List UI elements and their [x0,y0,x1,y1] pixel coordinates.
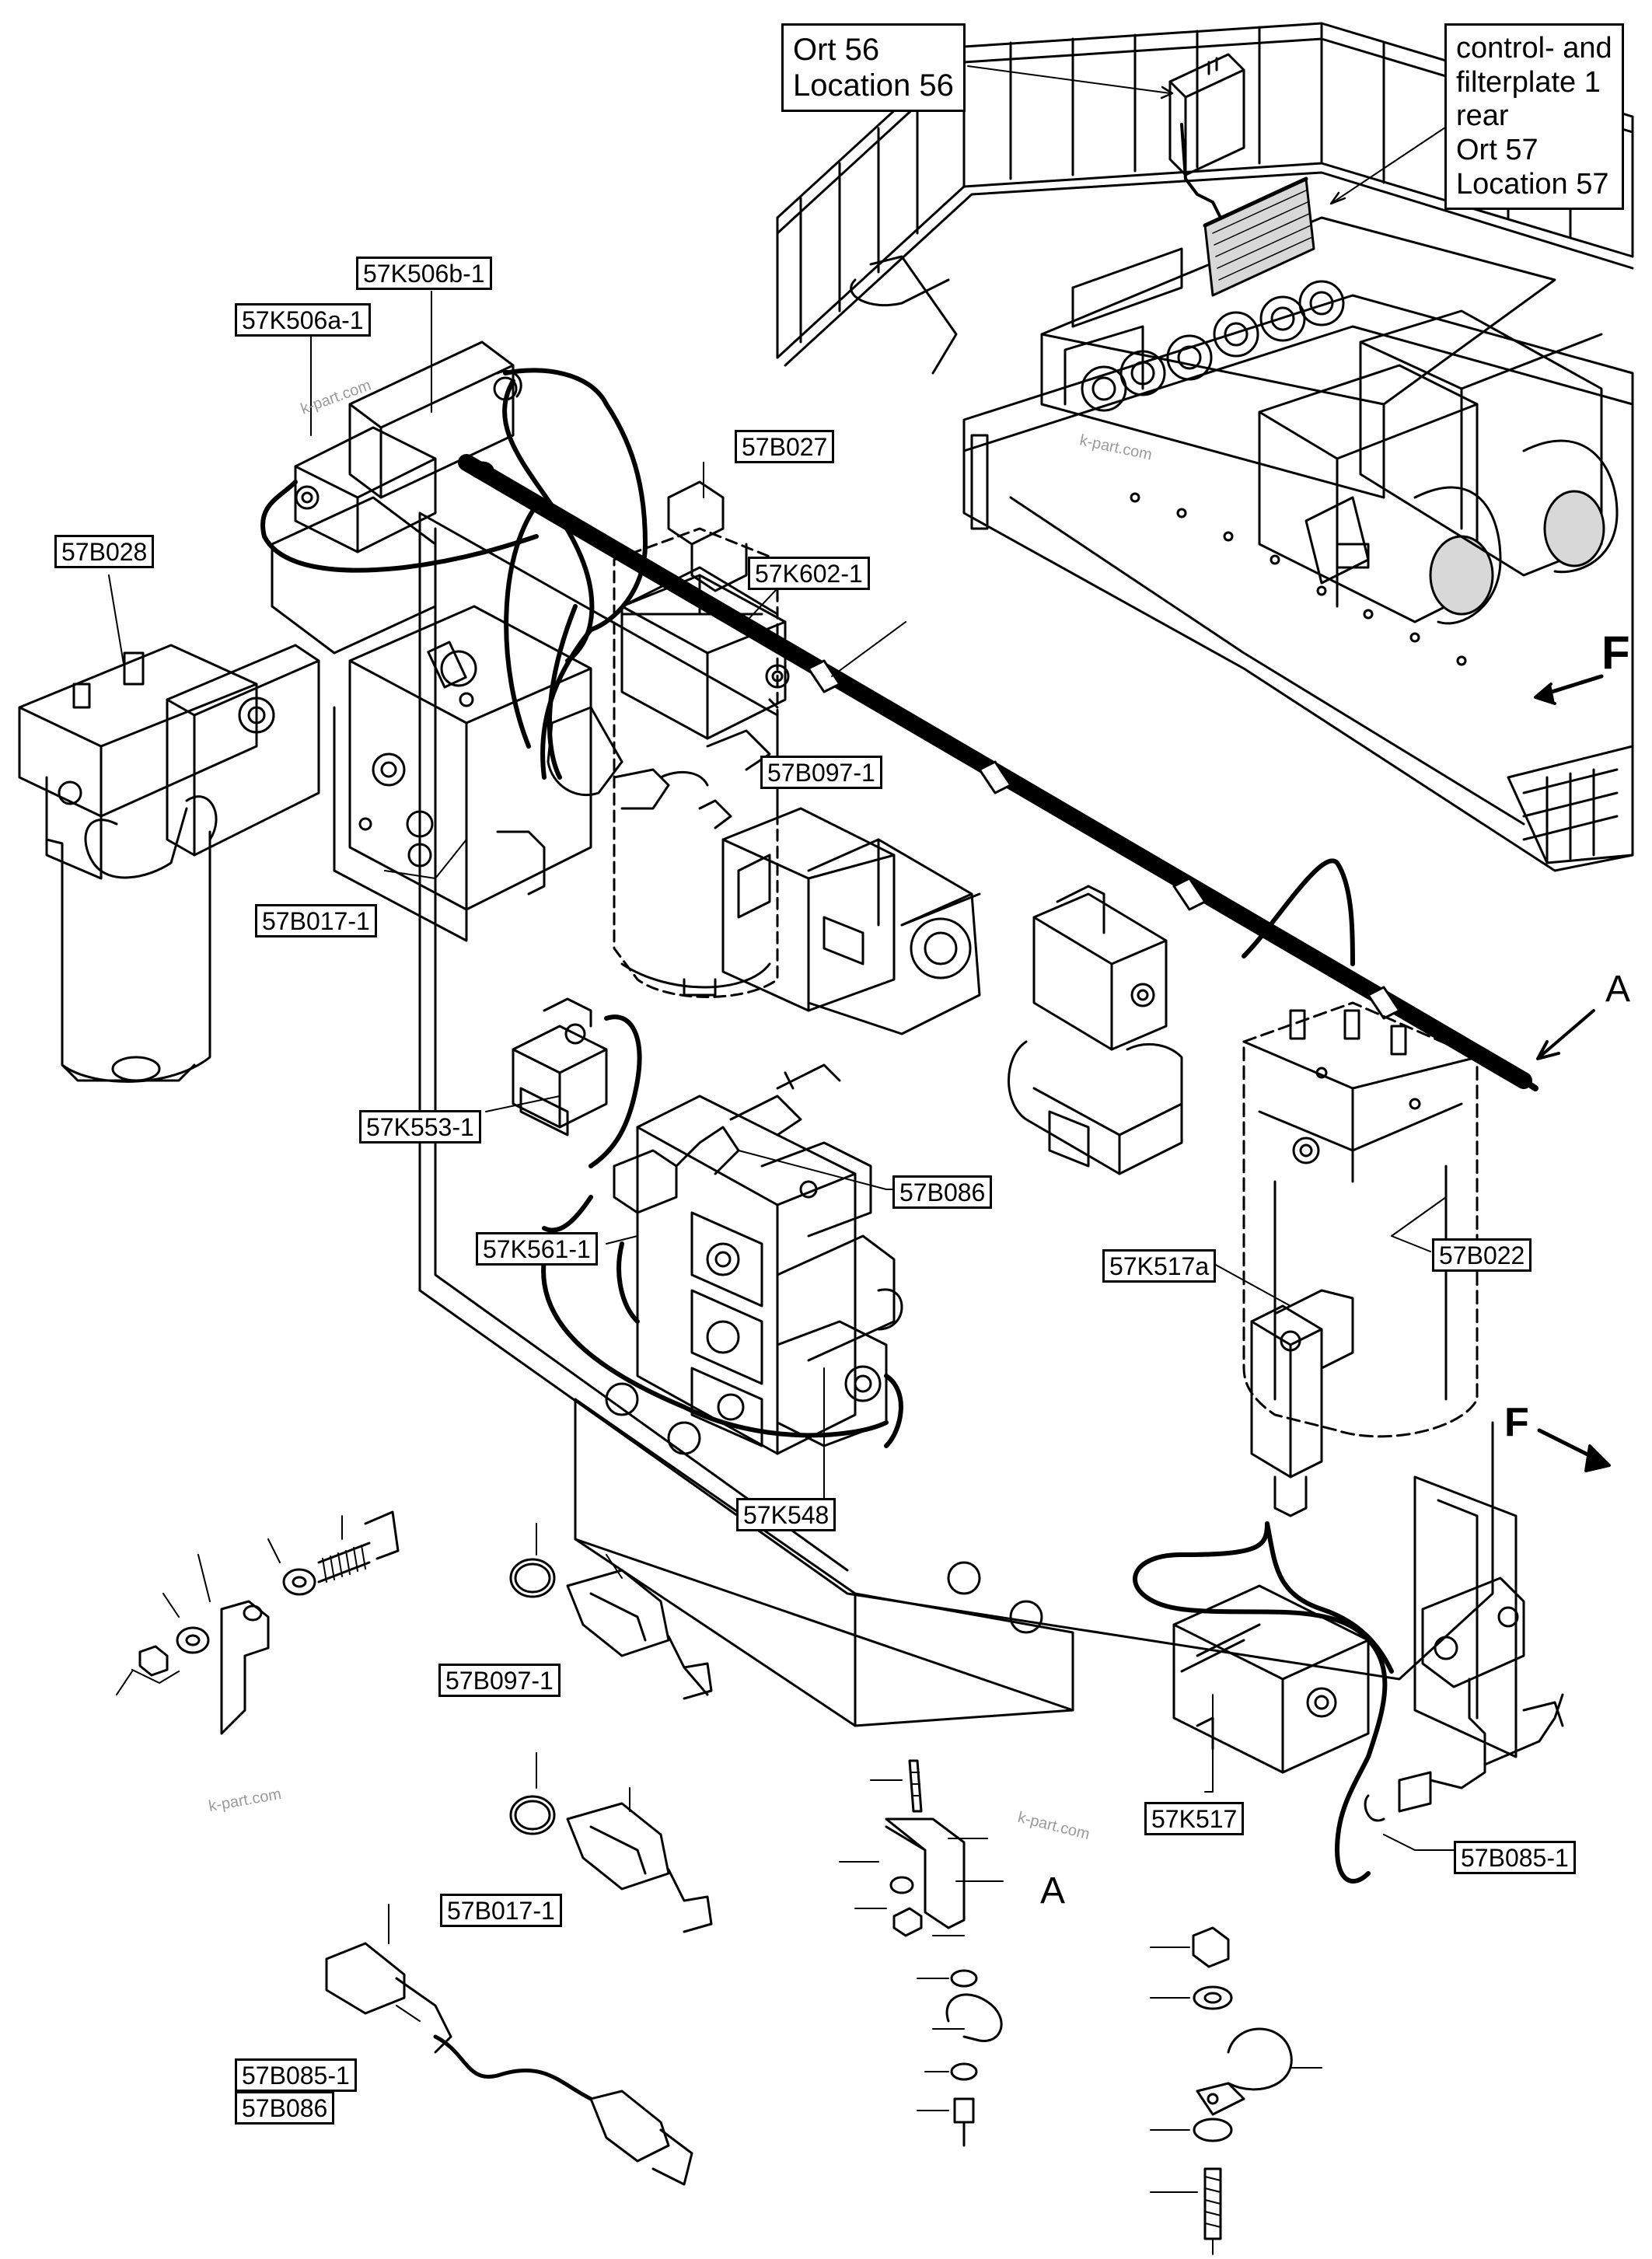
marker-f-top: F [1601,627,1630,679]
label-57k506b-1: 57K506b-1 [356,257,492,290]
sensor-cable-loose [325,1904,693,2186]
direction-arrow-top [1534,674,1604,705]
sensor-57b027 [667,480,748,616]
label-57b022: 57B022 [1432,1238,1532,1272]
marker-f-bottom: F [1504,1400,1529,1445]
label-57k561-1: 57K561-1 [476,1232,598,1266]
label-57b027: 57B027 [735,430,835,463]
label-57b085-1-loose: 57B085-1 [235,2058,357,2092]
direction-arrow-bottom [1537,1428,1611,1472]
label-57b097-1-loose: 57B097-1 [438,1664,561,1697]
label-57b086-loose: 57B086 [235,2091,335,2125]
filter-plate-rear [1203,176,1315,297]
label-57b017-1-loose: 57B017-1 [440,1894,562,1927]
label-location-56: Ort 56 Location 56 [781,23,966,112]
label-57k548: 57K548 [736,1498,836,1531]
label-57k506a-1: 57K506a-1 [235,303,371,337]
valve-stack-57k548 [636,1095,903,1455]
label-57b097-1-installed: 57B097-1 [760,756,882,789]
pressure-filter-center [613,527,779,998]
clamp-hardware-exploded [1150,1926,1322,2255]
piping-right-lower [1364,1576,1564,1822]
solenoid-valve-57k506 [271,340,522,655]
label-57k602-1: 57K602-1 [748,557,870,590]
junction-box-location-56 [1168,53,1245,219]
label-57k517a: 57K517a [1102,1249,1217,1283]
sensor-57b097-loose [509,1523,713,1700]
filter-57b022 [1242,1001,1479,1438]
label-57b086-installed: 57B086 [892,1175,993,1209]
sensor-57b017-loose [509,1752,713,1933]
sensor-57b097-installed [547,706,771,829]
label-57k553-1: 57K553-1 [359,1110,481,1143]
label-57k517: 57K517 [1144,1802,1245,1835]
marker-a-cable: A [1605,969,1631,1010]
solenoid-valve-57k553 [512,997,608,1136]
label-57b028: 57B028 [54,535,155,568]
filter-57b028 [18,644,320,1083]
label-control-filterplate-location-57: control- and filterplate 1 rear Ort 57 L… [1444,23,1624,211]
valve-block-57k517 [1172,1584,1370,1774]
servo-valve-right [1008,885,1183,1175]
valve-block-center-left [333,605,592,942]
platform-frame [962,294,1634,872]
motor-unit-left [1258,364,1502,625]
cable-harness [260,368,1394,1884]
sensor-57b086-installed [613,1063,841,1214]
hardware-stack-left [116,1510,400,1735]
solenoid-valve-57k517a [1250,1289,1354,1517]
label-57b017-1-installed: 57B017-1 [255,904,377,937]
label-57b085-1-installed: 57B085-1 [1454,1841,1576,1874]
motor-unit-right [1359,309,1619,577]
marker-a-bracket: A [1040,1870,1066,1912]
marker-a-arrow [1536,1009,1595,1060]
proportional-valve-center [721,807,981,1035]
bracket-a-exploded [839,1759,1004,2147]
